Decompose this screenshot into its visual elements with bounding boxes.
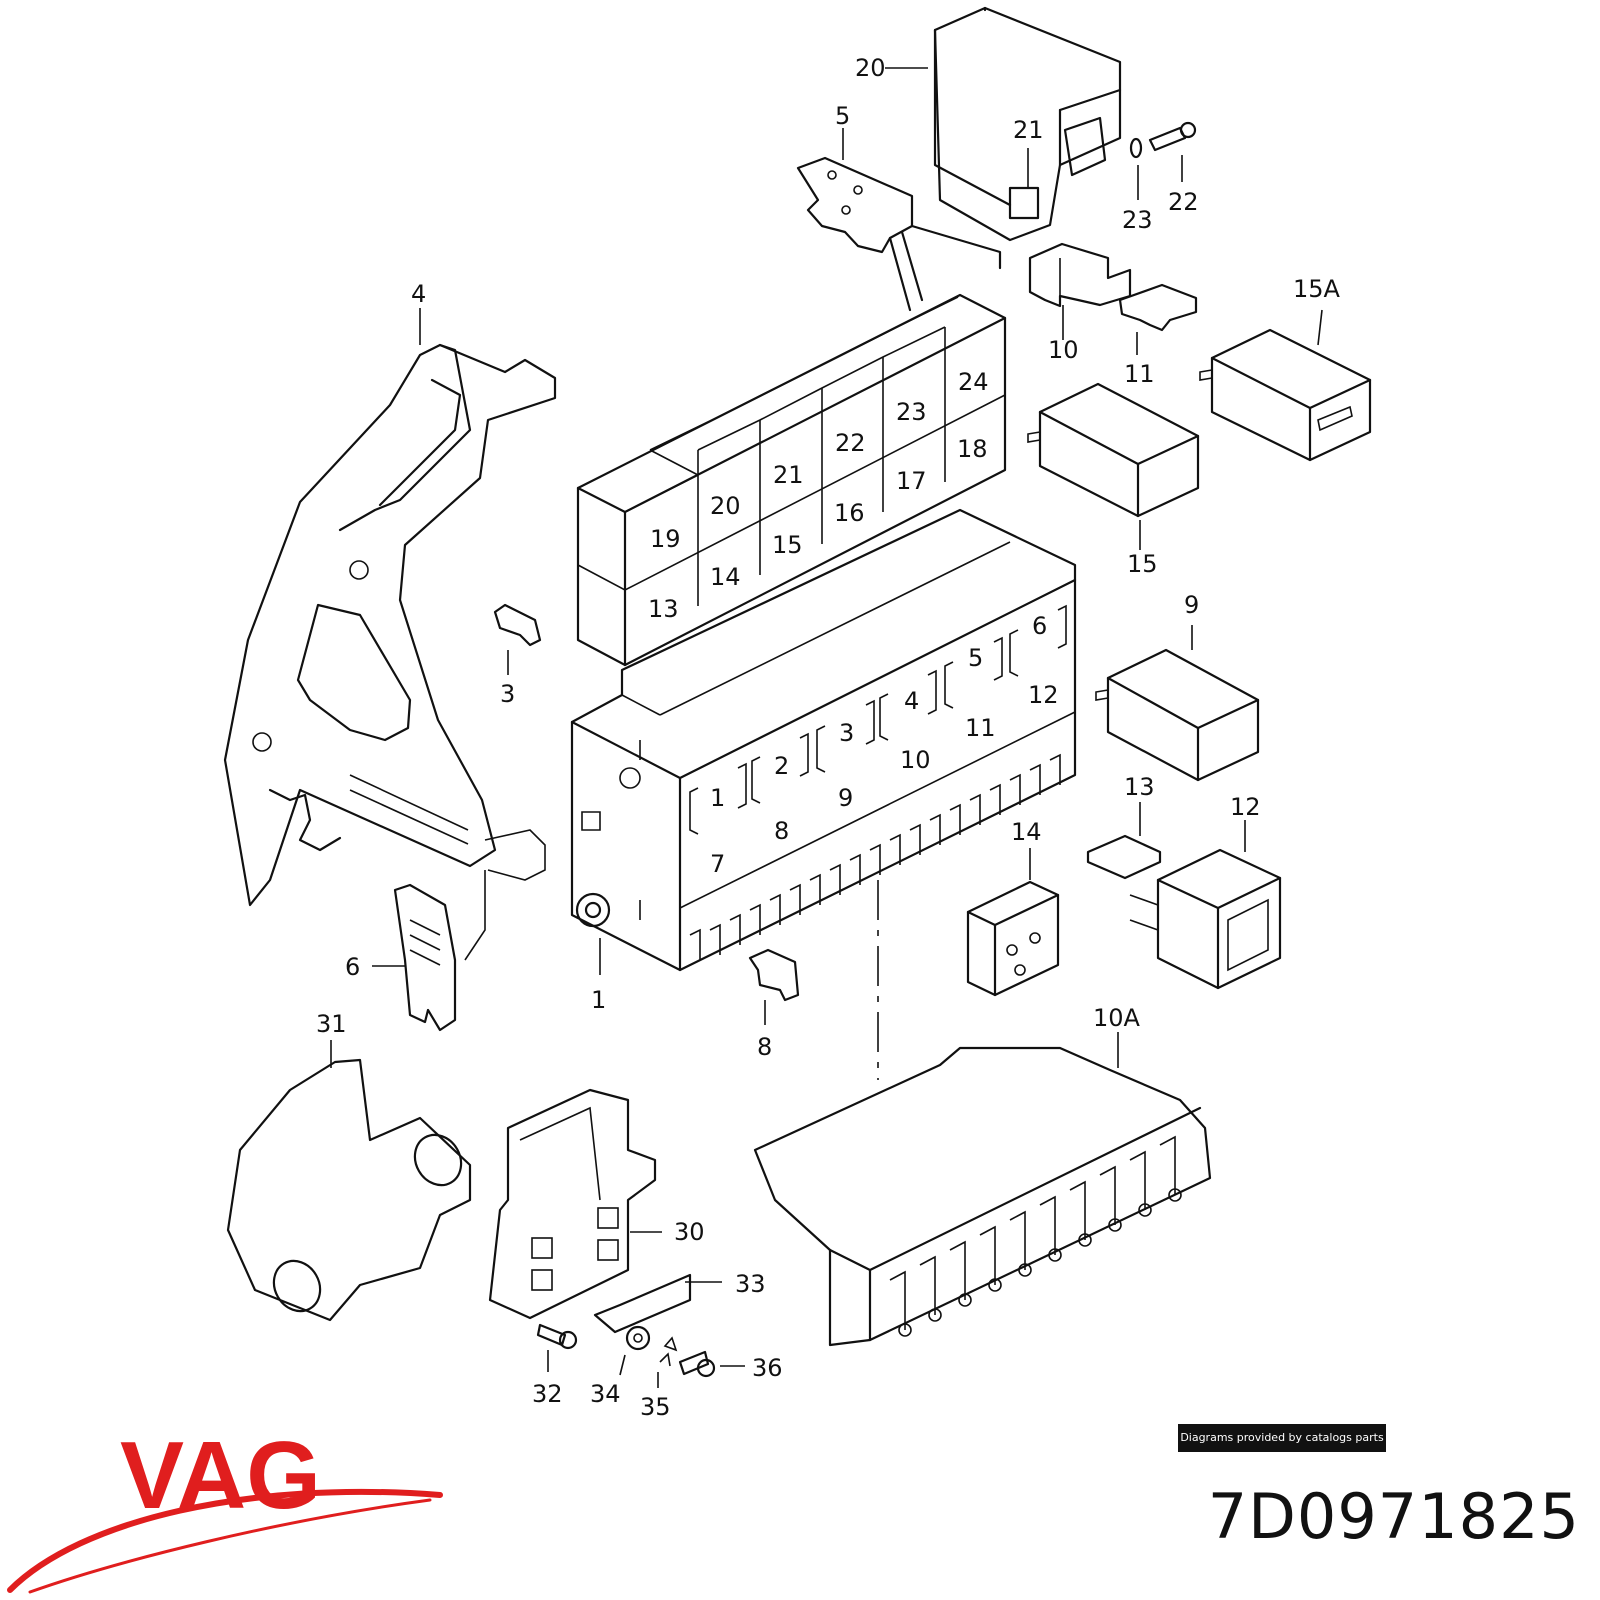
part-15-relay	[1027, 382, 1200, 518]
brand-name: VAG	[120, 1440, 321, 1529]
part-30-holder	[488, 1088, 657, 1320]
fuse-slot-8: 8	[774, 817, 789, 845]
callout-31: 31	[316, 1010, 347, 1038]
part-9-relay	[1095, 648, 1260, 782]
relay-slot-13: 13	[648, 595, 679, 623]
fuse-slot-9: 9	[838, 784, 853, 812]
part-3-clip	[493, 603, 542, 647]
fuse-slot-1: 1	[710, 784, 725, 812]
callout-4: 4	[411, 280, 426, 308]
callout-12: 12	[1230, 793, 1261, 821]
relay-slot-19: 19	[650, 525, 681, 553]
part-10-connector	[1028, 242, 1132, 308]
callout-14: 14	[1011, 818, 1042, 846]
callout-10: 10	[1048, 336, 1079, 364]
relay-slot-21: 21	[773, 461, 804, 489]
relay-slot-15: 15	[772, 531, 803, 559]
callout-34: 34	[590, 1380, 621, 1408]
part-12-connector	[1129, 848, 1282, 990]
fuse-slot-11: 11	[965, 714, 996, 742]
relay-slot-23: 23	[896, 398, 927, 426]
relay-slot-16: 16	[834, 499, 865, 527]
part-33-plate	[593, 1273, 692, 1334]
part-32-screw	[536, 1323, 578, 1350]
part-4-bracket	[223, 343, 557, 907]
callout-35: 35	[640, 1393, 671, 1421]
callout-11: 11	[1124, 360, 1155, 388]
part-1-fuse-carrier	[570, 508, 1077, 972]
part-22-screw	[1129, 121, 1197, 159]
relay-slot-24: 24	[958, 368, 989, 396]
part-15A-relay	[1199, 328, 1372, 462]
fuse-slot-4: 4	[904, 687, 919, 715]
fuse-slot-12: 12	[1028, 681, 1059, 709]
callout-21: 21	[1013, 116, 1044, 144]
relay-slot-labels: 13 14 15 16 17 18 19 20 21 22 23 24	[648, 368, 989, 623]
callout-6: 6	[345, 953, 360, 981]
part-number: 7D0971825	[1207, 1480, 1580, 1553]
relay-slot-17: 17	[896, 467, 927, 495]
fuse-slot-5: 5	[968, 644, 983, 672]
part-35-lock-washer	[659, 1336, 678, 1367]
callout-30: 30	[674, 1218, 705, 1246]
part-8-clip	[748, 948, 800, 1002]
callout-20: 20	[855, 54, 886, 82]
relay-slot-22: 22	[835, 429, 866, 457]
fuse-slot-2: 2	[774, 752, 789, 780]
fuse-slot-7: 7	[710, 850, 725, 878]
part-6-clip	[393, 829, 546, 1032]
callout-3: 3	[500, 680, 515, 708]
part-10A-connector-block	[753, 1046, 1212, 1347]
callout-22: 22	[1168, 188, 1199, 216]
part-36-screw	[678, 1350, 716, 1378]
relay-slot-14: 14	[710, 563, 741, 591]
part-31-cover	[226, 1058, 472, 1322]
part-11-clip	[1118, 283, 1198, 332]
callout-36: 36	[752, 1354, 783, 1382]
fuse-slot-labels: 1 2 3 4 5 6 7 8 9 10 11 12	[710, 612, 1059, 878]
relay-slot-18: 18	[957, 435, 988, 463]
part-14-connector	[966, 880, 1060, 997]
callout-10A: 10A	[1093, 1004, 1141, 1032]
part-13-clip	[1086, 834, 1162, 880]
vag-logo: VAG	[7, 1440, 443, 1594]
callout-9: 9	[1184, 591, 1199, 619]
relay-panel	[576, 293, 1007, 667]
callout-8: 8	[757, 1033, 772, 1061]
fuse-slot-6: 6	[1032, 612, 1047, 640]
callout-23: 23	[1122, 206, 1153, 234]
part-34-washer	[625, 1325, 651, 1351]
part-5-bracket	[796, 156, 1002, 312]
callout-13: 13	[1124, 773, 1155, 801]
callout-33: 33	[735, 1270, 766, 1298]
callout-15A: 15A	[1293, 275, 1341, 303]
callout-32: 32	[532, 1380, 563, 1408]
relay-slot-20: 20	[710, 492, 741, 520]
callout-5: 5	[835, 102, 850, 130]
callout-15: 15	[1127, 550, 1158, 578]
fuse-slot-10: 10	[900, 746, 931, 774]
part-20-housing	[933, 6, 1122, 242]
callout-1: 1	[591, 986, 606, 1014]
credit-badge: Diagrams provided by catalogs parts	[1178, 1424, 1386, 1452]
fuse-slot-3: 3	[839, 719, 854, 747]
